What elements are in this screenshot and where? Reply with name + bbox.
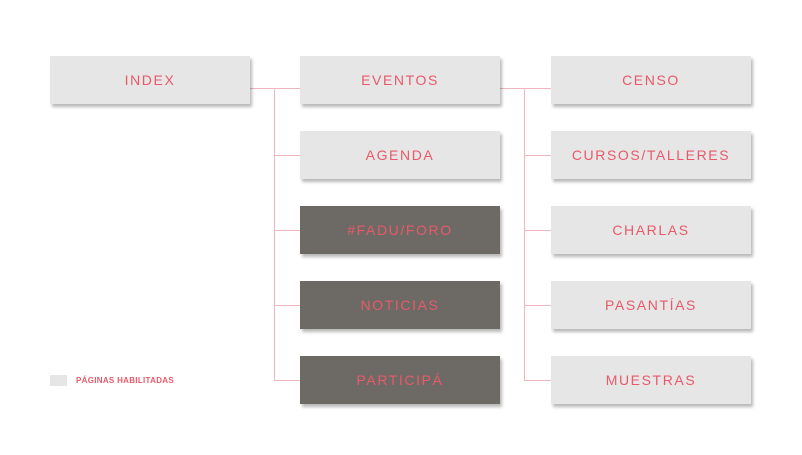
connector-to-cursos-talleres: [524, 155, 551, 156]
node-pasantias-label: PASANTÍAS: [605, 297, 697, 313]
node-fadu-foro-label: #FADU/FORO: [347, 222, 453, 238]
node-index[interactable]: INDEX: [50, 56, 250, 104]
node-muestras[interactable]: MUESTRAS: [551, 356, 751, 404]
connector-to-censo: [524, 88, 551, 89]
node-noticias[interactable]: NOTICIAS: [300, 281, 500, 329]
connector-to-eventos: [274, 88, 300, 89]
legend: PÁGINAS HABILITADAS: [50, 375, 174, 386]
connector-to-noticias: [274, 305, 300, 306]
legend-swatch-enabled: [50, 375, 67, 386]
node-charlas[interactable]: CHARLAS: [551, 206, 751, 254]
node-participa[interactable]: PARTICIPÁ: [300, 356, 500, 404]
connector-to-fadu-foro: [274, 230, 300, 231]
node-charlas-label: CHARLAS: [612, 222, 690, 238]
node-muestras-label: MUESTRAS: [605, 372, 697, 388]
node-agenda-label: AGENDA: [365, 147, 435, 163]
node-pasantias[interactable]: PASANTÍAS: [551, 281, 751, 329]
connector-index-trunk: [274, 88, 275, 381]
node-cursos-talleres-label: CURSOS/TALLERES: [571, 147, 731, 163]
connector-eventos-stub: [500, 88, 525, 89]
connector-eventos-trunk: [524, 88, 525, 381]
node-eventos-label: EVENTOS: [361, 72, 439, 88]
node-participa-label: PARTICIPÁ: [356, 372, 444, 388]
legend-label: PÁGINAS HABILITADAS: [76, 376, 174, 385]
connector-to-muestras: [524, 380, 551, 381]
connector-to-charlas: [524, 230, 551, 231]
node-agenda[interactable]: AGENDA: [300, 131, 500, 179]
node-censo-label: CENSO: [622, 72, 680, 88]
connector-to-pasantias: [524, 305, 551, 306]
node-index-label: INDEX: [124, 72, 176, 88]
connector-index-stub: [250, 88, 275, 89]
connector-to-agenda: [274, 155, 300, 156]
node-fadu-foro[interactable]: #FADU/FORO: [300, 206, 500, 254]
node-eventos[interactable]: EVENTOS: [300, 56, 500, 104]
node-cursos-talleres[interactable]: CURSOS/TALLERES: [551, 131, 751, 179]
node-noticias-label: NOTICIAS: [360, 297, 440, 313]
connector-to-participa: [274, 380, 300, 381]
node-censo[interactable]: CENSO: [551, 56, 751, 104]
